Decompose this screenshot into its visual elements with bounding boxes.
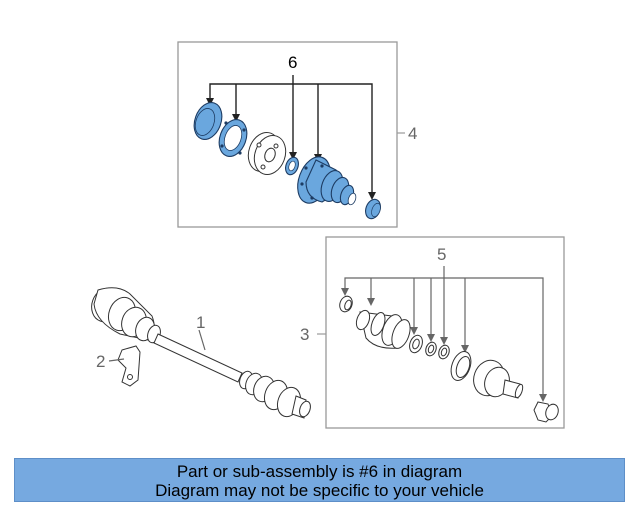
assembly-box-3: 3 (300, 236, 565, 429)
banner-line-2: Diagram may not be specific to your vehi… (155, 481, 484, 500)
callout-1: 1 (196, 313, 205, 332)
callout-2: 2 (96, 352, 105, 371)
callout-4: 4 (408, 124, 417, 143)
snap-ring (285, 156, 299, 176)
cv-joint-hub (247, 132, 287, 175)
lower-parts (339, 295, 559, 423)
small-clamp (365, 198, 381, 220)
boot-clamp-ring (193, 102, 223, 140)
callout-5-leaders (341, 266, 547, 402)
gasket (218, 119, 248, 157)
joint-housing-boot (297, 156, 357, 206)
callout-6-leaders (206, 75, 376, 200)
banner-line-1: Part or sub-assembly is #6 in diagram (176, 462, 463, 481)
drive-shaft: 1 (91, 287, 311, 419)
bracket: 2 (96, 345, 141, 387)
parts-diagram: 4 6 (91, 41, 565, 429)
callout-6: 6 (288, 53, 297, 72)
callout-5: 5 (437, 245, 446, 264)
assembly-box-4: 4 (177, 41, 417, 228)
callout-3: 3 (300, 325, 309, 344)
info-banner: Part or sub-assembly is #6 in diagram Di… (14, 458, 625, 502)
